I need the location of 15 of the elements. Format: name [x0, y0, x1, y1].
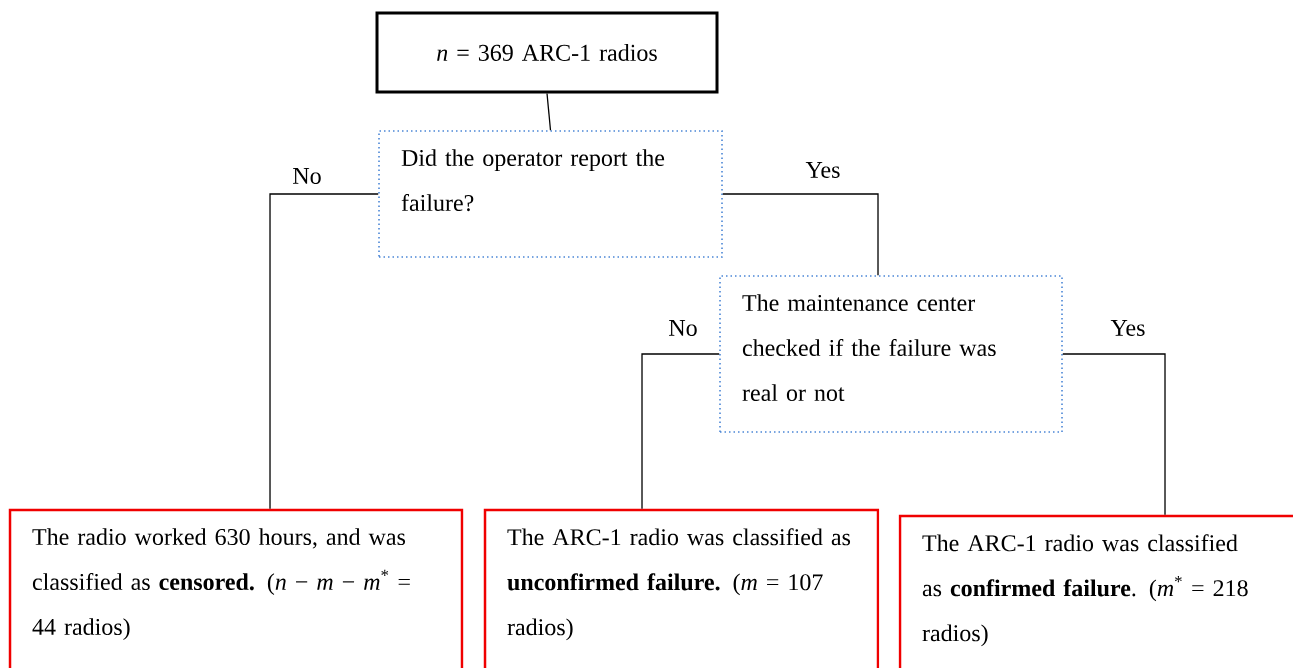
question-box: Did the operator report the failure?	[378, 130, 723, 258]
result-box: The radio worked 630 hours, and was classified as censored. (n − m − m$^{*}$ = 44 radios)	[8, 508, 464, 668]
top-box: n = 369 ARC-1 radios	[375, 11, 719, 94]
edge-label: No	[667, 319, 699, 337]
edge-label: No	[291, 167, 323, 185]
connector-line	[1062, 353, 1166, 516]
connector-line	[641, 353, 720, 510]
edge-label: Yes	[1109, 319, 1147, 337]
connector-line	[269, 193, 379, 510]
connector-line	[546, 92, 552, 131]
result-box: The ARC-1 radio was classified as unconfirmed failure. (m = 107 radios)	[483, 508, 880, 668]
question-box: The maintenance center checked if the failure was real or not	[719, 275, 1063, 433]
connector-line	[722, 193, 879, 276]
result-box: The ARC-1 radio was classified as confirmed failure. (m$^{*}$ = 218 radios)	[898, 514, 1293, 668]
edge-label: Yes	[804, 161, 842, 179]
